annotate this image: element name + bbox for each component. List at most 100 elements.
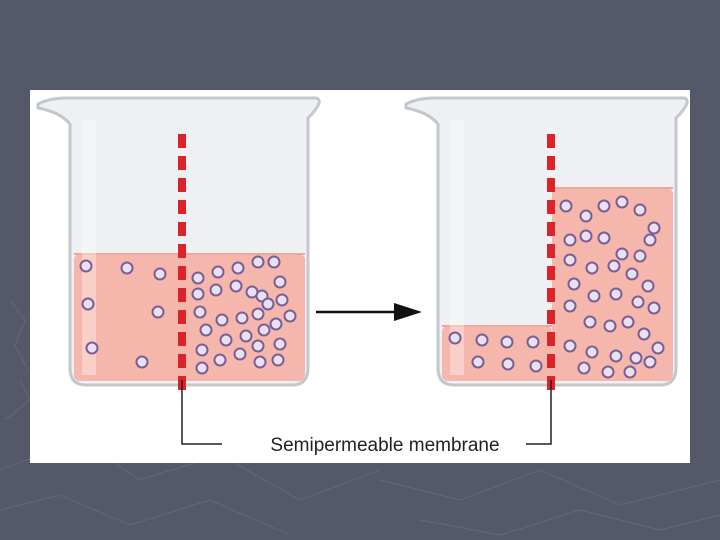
caption-leader-lines xyxy=(181,380,552,445)
solute-particle xyxy=(257,323,271,337)
membrane-segment xyxy=(547,244,555,258)
solute-particle xyxy=(629,351,643,365)
solute-particle xyxy=(563,299,577,313)
solute-particle xyxy=(85,341,99,355)
solute-particle xyxy=(643,233,657,247)
solute-particle xyxy=(269,317,283,331)
membrane-segment xyxy=(547,200,555,214)
solute-particle xyxy=(563,233,577,247)
membrane-segment xyxy=(547,332,555,346)
solute-particle xyxy=(585,345,599,359)
membrane-segment xyxy=(178,244,186,258)
solute-particle xyxy=(191,287,205,301)
solute-particle xyxy=(251,307,265,321)
solute-particle xyxy=(229,279,243,293)
solute-particle xyxy=(633,203,647,217)
membrane-segment xyxy=(547,354,555,368)
solute-particle xyxy=(135,355,149,369)
solute-particle xyxy=(273,337,287,351)
solute-particle xyxy=(213,353,227,367)
membrane-segment xyxy=(178,354,186,368)
solute-particle xyxy=(615,195,629,209)
solute-particle xyxy=(215,313,229,327)
solute-particle xyxy=(615,247,629,261)
solute-particle xyxy=(267,255,281,269)
solute-particle xyxy=(579,229,593,243)
solute-particle xyxy=(195,343,209,357)
solute-particle xyxy=(195,361,209,375)
left-solution xyxy=(74,254,305,381)
solute-particle xyxy=(199,323,213,337)
membrane-segment xyxy=(547,310,555,324)
membrane-caption: Semipermeable membrane xyxy=(270,435,500,456)
solute-particle xyxy=(233,347,247,361)
solute-particle xyxy=(271,353,285,367)
osmosis-figure: Semipermeable membrane xyxy=(30,90,690,463)
solute-particle xyxy=(625,267,639,281)
solute-particle xyxy=(647,301,661,315)
solute-particle xyxy=(641,279,655,293)
solute-particle xyxy=(526,335,540,349)
solute-particle xyxy=(567,277,581,291)
solute-particle xyxy=(607,259,621,273)
solute-particle xyxy=(603,319,617,333)
solute-particle xyxy=(219,333,233,347)
membrane-segment xyxy=(178,222,186,236)
solute-particle xyxy=(587,289,601,303)
solute-particle xyxy=(623,365,637,379)
membrane-segment xyxy=(178,288,186,302)
membrane-segment xyxy=(178,310,186,324)
solute-particle xyxy=(253,355,267,369)
solute-particle xyxy=(191,271,205,285)
solute-particle xyxy=(151,305,165,319)
osmosis-diagram xyxy=(36,96,689,445)
solute-particle xyxy=(633,249,647,263)
membrane-segment xyxy=(547,134,555,148)
membrane-segment xyxy=(178,266,186,280)
solute-particle xyxy=(597,199,611,213)
solute-particle xyxy=(609,287,623,301)
solute-particle xyxy=(577,361,591,375)
solute-particle xyxy=(621,315,635,329)
solute-particle xyxy=(563,339,577,353)
right-solution-left xyxy=(442,326,552,381)
solute-particle xyxy=(637,327,651,341)
solute-particle xyxy=(601,365,615,379)
membrane-segment xyxy=(178,332,186,346)
solute-particle xyxy=(597,231,611,245)
left-beaker-icon xyxy=(36,96,321,387)
membrane-segment xyxy=(547,288,555,302)
solute-particle xyxy=(283,309,297,323)
solute-particle xyxy=(448,331,462,345)
membrane-segment xyxy=(178,178,186,192)
solute-particle xyxy=(275,293,289,307)
right-particles xyxy=(448,195,665,379)
solute-particle xyxy=(500,335,514,349)
solute-particle xyxy=(585,261,599,275)
solute-particle xyxy=(647,221,661,235)
membrane-segment xyxy=(178,156,186,170)
solute-particle xyxy=(209,283,223,297)
solute-particle xyxy=(609,349,623,363)
solute-particle xyxy=(153,267,167,281)
solute-particle xyxy=(529,359,543,373)
solute-particle xyxy=(501,357,515,371)
solute-particle xyxy=(643,355,657,369)
membrane-segment xyxy=(547,266,555,280)
solute-particle xyxy=(251,255,265,269)
solute-particle xyxy=(235,311,249,325)
solute-particle xyxy=(231,261,245,275)
solute-particle xyxy=(579,209,593,223)
membrane-segment xyxy=(547,156,555,170)
solute-particle xyxy=(631,295,645,309)
solute-particle xyxy=(245,285,259,299)
solute-particle xyxy=(79,259,93,273)
right-membrane xyxy=(547,134,555,390)
solute-particle xyxy=(475,333,489,347)
solute-particle xyxy=(651,341,665,355)
solute-particle xyxy=(120,261,134,275)
left-particles xyxy=(79,255,297,375)
solute-particle xyxy=(193,305,207,319)
membrane-segment xyxy=(547,178,555,192)
solute-particle xyxy=(211,265,225,279)
